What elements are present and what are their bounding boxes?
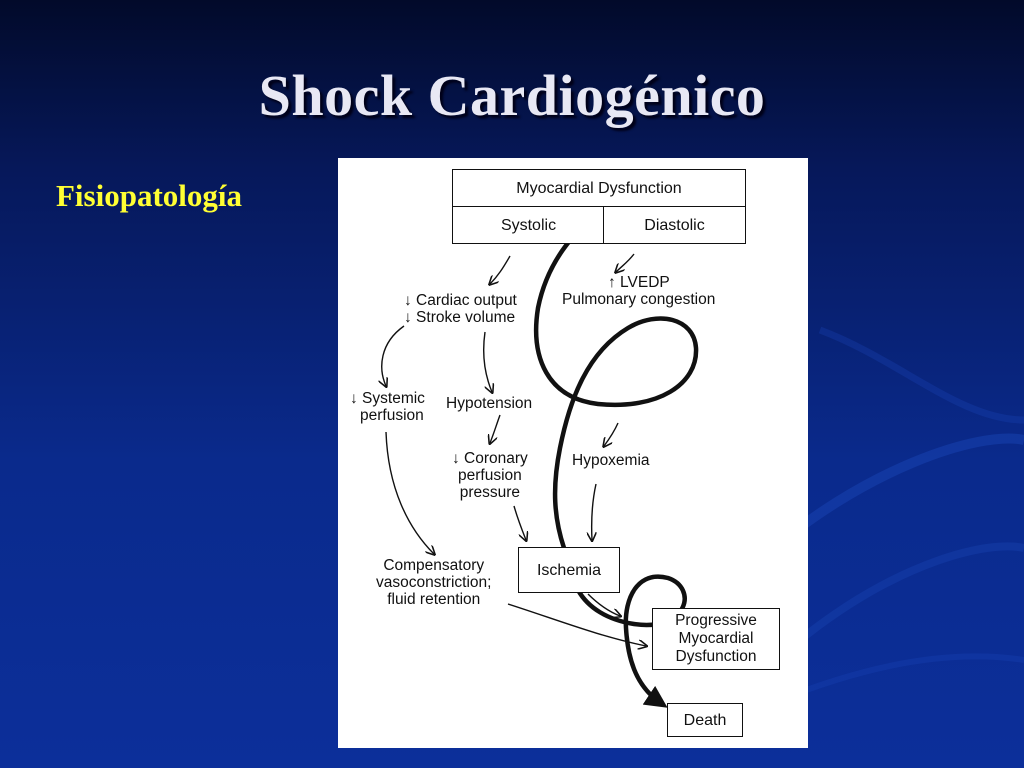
progressive-dysfunction-box: Progressive Myocardial Dysfunction — [652, 608, 780, 670]
arrow-pulmonary-to-hypoxemia — [604, 422, 619, 446]
systolic-label: Systolic — [500, 216, 557, 234]
arrow-hypoxemia-to-ischemia — [592, 483, 596, 540]
cardiac-output-label: ↓ Cardiac output ↓ Stroke volume — [404, 292, 517, 326]
diagram-arrows — [338, 203, 699, 708]
arrow-systemic-to-compensatory — [385, 431, 434, 554]
myocardial-dysfunction-box: Myocardial Dysfunction — [452, 169, 746, 207]
arrow-stroke-to-hypotension — [483, 331, 492, 392]
arrow-hypotension-to-coronary — [490, 414, 501, 443]
slide-title: Shock Cardiogénico — [258, 63, 766, 128]
dysfunction-text: Dysfunction — [675, 648, 757, 665]
coronary-text: ↓ Coronary — [452, 450, 528, 467]
compensatory-label: Compensatory vasoconstriction; fluid ret… — [376, 557, 491, 608]
vicious-cycle-curve — [533, 203, 699, 551]
diastolic-box: Diastolic — [603, 207, 746, 244]
hypotension-label: Hypotension — [446, 395, 533, 412]
death-label: Death — [683, 711, 727, 729]
fluid-retention-text: fluid retention — [387, 591, 481, 608]
hypoxemia-label: Hypoxemia — [572, 452, 650, 469]
systolic-box: Systolic — [452, 207, 604, 244]
slide-subtitle: Fisiopatología — [56, 178, 243, 213]
ischemia-box: Ischemia — [518, 547, 620, 593]
lvedp-text: ↑ LVEDP — [608, 274, 670, 291]
myocardial-dysfunction-label: Myocardial Dysfunction — [516, 179, 682, 197]
systemic-perfusion-text: perfusion — [360, 407, 424, 424]
coronary-perfusion-text: perfusion — [458, 467, 522, 484]
arrow-coronary-to-ischemia — [513, 505, 526, 540]
systemic-perfusion-label: ↓ Systemic perfusion — [350, 390, 425, 424]
cycle-curve-lower — [575, 574, 687, 708]
arrow-cardiac-to-systemic — [382, 325, 405, 386]
stroke-volume-text: ↓ Stroke volume — [404, 309, 516, 326]
progressive-text: Progressive — [675, 612, 757, 629]
vasoconstriction-text: vasoconstriction; — [376, 574, 492, 591]
death-box: Death — [667, 703, 743, 737]
arrow-diastolic-to-lvedp — [616, 253, 635, 272]
systemic-text: ↓ Systemic — [350, 390, 425, 407]
compensatory-text: Compensatory — [383, 557, 485, 574]
pathophysiology-diagram: Myocardial Dysfunction Systolic Diastoli… — [338, 158, 808, 748]
pulmonary-congestion-text: Pulmonary congestion — [562, 291, 716, 308]
diastolic-label: Diastolic — [644, 216, 705, 234]
ischemia-label: Ischemia — [536, 561, 602, 579]
arrow-compensatory-to-progressive — [507, 603, 646, 646]
cardiac-output-text: ↓ Cardiac output — [404, 292, 517, 309]
coronary-perfusion-label: ↓ Coronary perfusion pressure — [452, 450, 528, 501]
myocardial-text: Myocardial — [678, 630, 754, 647]
coronary-pressure-text: pressure — [459, 484, 521, 501]
arrow-systolic-to-cardiac-output — [490, 255, 511, 284]
pulmonary-label: ↑ LVEDP Pulmonary congestion — [562, 274, 715, 308]
arrow-ischemia-to-progressive — [587, 593, 620, 616]
